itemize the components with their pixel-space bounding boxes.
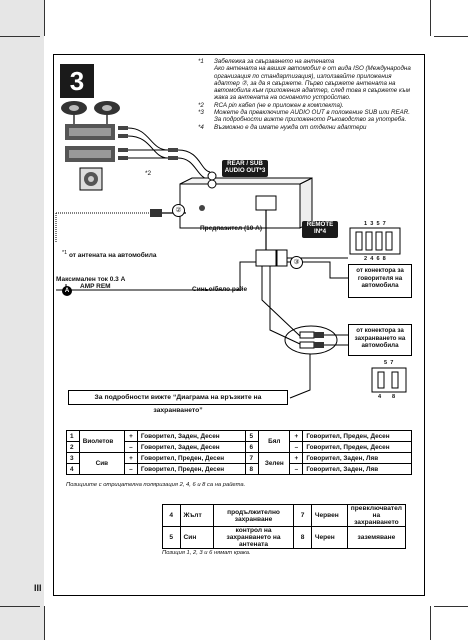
speaker-icon [94, 101, 120, 115]
antenna-plug [150, 209, 162, 217]
footnote: Ако антената на вашия автомобил е от вид… [214, 65, 411, 102]
page-frame [53, 54, 425, 596]
power-connector-pinout [371, 367, 407, 393]
adapter-callout: ② [172, 204, 185, 217]
crop-mark [434, 606, 468, 607]
blue-white-label: Синьо/бяло райе [192, 286, 248, 293]
table-row: 4 – Говорител, Преден, Десен 8 – Говорит… [66, 463, 412, 475]
table-row: 4 Жълт продължително захранване 7 Червен… [162, 504, 407, 527]
speaker-icon [61, 101, 87, 115]
rca-footnote-label: *2 [145, 170, 152, 177]
table1-note: Позициите с отрицателна поляризация 2, 4… [66, 482, 246, 488]
step-number: 3 [60, 64, 94, 98]
remote-in-label: REMOTE IN*4 [302, 221, 338, 238]
table-row: 5 Син контрол на захранването на антенат… [162, 526, 407, 549]
iso-connector-socket [255, 195, 277, 211]
crop-mark [430, 0, 431, 36]
page-number: III [34, 583, 42, 593]
crop-mark [430, 606, 431, 640]
table-row: 1 Виолетов + Говорител, Заден, Десен 5 Б… [66, 430, 412, 453]
antenna-label: *1 от антената на автомобила [62, 250, 157, 260]
rear-sub-audio-out-label: REAR / SUB AUDIO OUT*3 [222, 160, 268, 177]
head-unit [179, 183, 301, 229]
harness-callout: ③ [290, 256, 303, 269]
crop-mark [434, 36, 468, 37]
pin-numbers-top: 1 3 5 7 [364, 221, 386, 227]
crop-mark [44, 606, 45, 640]
power-connector-label: от конектора за захранването на автомоби… [348, 324, 412, 356]
speaker-connector-label: от конектора за говорителя на автомобила [348, 264, 412, 298]
a-marker: A [62, 286, 72, 296]
pin-numbers-bottom: 2 4 6 8 [364, 256, 386, 262]
power-pins-top: 5 7 [384, 360, 394, 366]
speaker-wire-table: 1 Виолетов + Говорител, Заден, Десен 5 Б… [66, 430, 412, 475]
table-row: 3 Сив + Говорител, Преден, Десен 7 Зелен… [66, 452, 412, 475]
table2-note: Позиция 1, 2, 3 и 6 нямат крака. [162, 550, 251, 556]
details-note-box: За подробности вижте “Диаграма на връзки… [68, 390, 288, 414]
power-wire-table: 4 Жълт продължително захранване 7 Червен… [162, 504, 407, 549]
fuse-label: Предпазител (10 A) [200, 225, 263, 232]
max-current-label: Максимален ток 0.3 A [56, 276, 126, 283]
power-pins-bottom: 4 8 [378, 394, 396, 400]
harness-plug [255, 249, 277, 267]
crop-mark [44, 0, 45, 36]
page-sidebar [0, 0, 44, 640]
crop-mark [0, 606, 40, 607]
speaker-connector-pinout [349, 227, 401, 255]
crop-mark [0, 36, 40, 37]
amp-rem-label: AMP REM [80, 283, 111, 290]
